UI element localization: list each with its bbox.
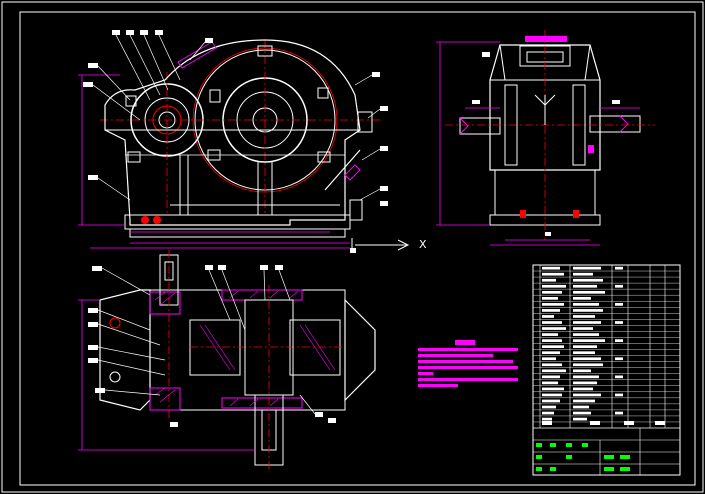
parts-list-cell-mark — [542, 266, 560, 270]
parts-list-cell-mark — [542, 387, 564, 391]
parts-list-cell-mark — [542, 375, 560, 379]
parts-list-cell-mark — [615, 411, 623, 415]
parts-list-cell-mark — [573, 369, 591, 373]
parts-list-cell-mark — [573, 375, 599, 379]
front-view — [78, 30, 410, 253]
parts-list-cell-mark — [542, 357, 556, 361]
parts-list-cell-mark — [542, 284, 566, 288]
parts-list-cell-mark — [542, 327, 566, 330]
parts-list-cell-mark — [542, 405, 556, 409]
inner-frame — [19, 11, 696, 486]
parts-list-cell-mark — [573, 339, 605, 342]
x-axis-label: X — [419, 238, 427, 251]
parts-list-cell-mark — [542, 296, 558, 300]
parts-list-cell-mark — [542, 351, 560, 355]
parts-list-cell-mark — [573, 321, 601, 324]
parts-list-cell-mark — [573, 345, 597, 349]
parts-list-cell-mark — [573, 333, 599, 336]
parts-list-cell-mark — [542, 315, 554, 318]
parts-list-cell-mark — [573, 303, 599, 306]
parts-list-cell-mark — [542, 369, 566, 373]
side-view — [436, 30, 655, 246]
parts-list-cell-mark — [615, 303, 623, 306]
parts-list-cell-mark — [573, 315, 595, 318]
parts-list-cell-mark — [573, 399, 595, 403]
parts-list-cell-mark — [542, 321, 562, 324]
parts-list-cell-mark — [542, 393, 562, 397]
parts-list-cell-mark — [573, 393, 601, 397]
parts-list-cell-mark — [573, 278, 603, 282]
parts-list-cell-mark — [542, 345, 564, 349]
parts-list-cell-mark — [573, 363, 603, 367]
title-block — [532, 264, 681, 476]
tech-requirements-block — [418, 340, 518, 387]
parts-list-cell-mark — [542, 363, 562, 367]
parts-list-cell-mark — [573, 290, 605, 294]
parts-list-cell-mark — [615, 339, 623, 342]
parts-list-cell-mark — [615, 284, 623, 288]
parts-list-cell-mark — [615, 375, 623, 379]
parts-list-cell-mark — [542, 278, 556, 282]
parts-list-cell-mark — [573, 309, 603, 312]
parts-list-cell-mark — [542, 381, 558, 385]
parts-list-cell-mark — [573, 327, 593, 330]
parts-list-cell-mark — [542, 411, 554, 415]
parts-list-cell-mark — [615, 321, 623, 324]
parts-list-cell-mark — [573, 266, 601, 270]
parts-list-cell-mark — [573, 357, 601, 361]
parts-list-cell-mark — [542, 303, 564, 306]
parts-list-cell-mark — [573, 387, 593, 391]
parts-list-cell-mark — [573, 411, 591, 415]
parts-list-cell-mark — [615, 266, 623, 270]
parts-list-cell-mark — [542, 339, 562, 342]
parts-list-cell-mark — [542, 399, 560, 403]
parts-list-cell-mark — [542, 272, 564, 276]
parts-list-cell-mark — [573, 296, 591, 300]
parts-list-cell-mark — [573, 351, 595, 355]
parts-list-cell-mark — [573, 272, 593, 276]
parts-list-cell-mark — [542, 309, 560, 312]
parts-list-cell-mark — [542, 417, 552, 421]
top-view — [78, 250, 376, 470]
parts-list-cell-mark — [573, 381, 597, 385]
parts-list-cell-mark — [573, 405, 589, 409]
parts-list-cell-mark — [615, 357, 623, 361]
parts-list-cell-mark — [573, 417, 587, 421]
parts-list-cell-mark — [615, 393, 623, 397]
parts-list-cell-mark — [573, 284, 597, 288]
parts-list-cell-mark — [542, 290, 562, 294]
parts-list-cell-mark — [542, 333, 558, 336]
